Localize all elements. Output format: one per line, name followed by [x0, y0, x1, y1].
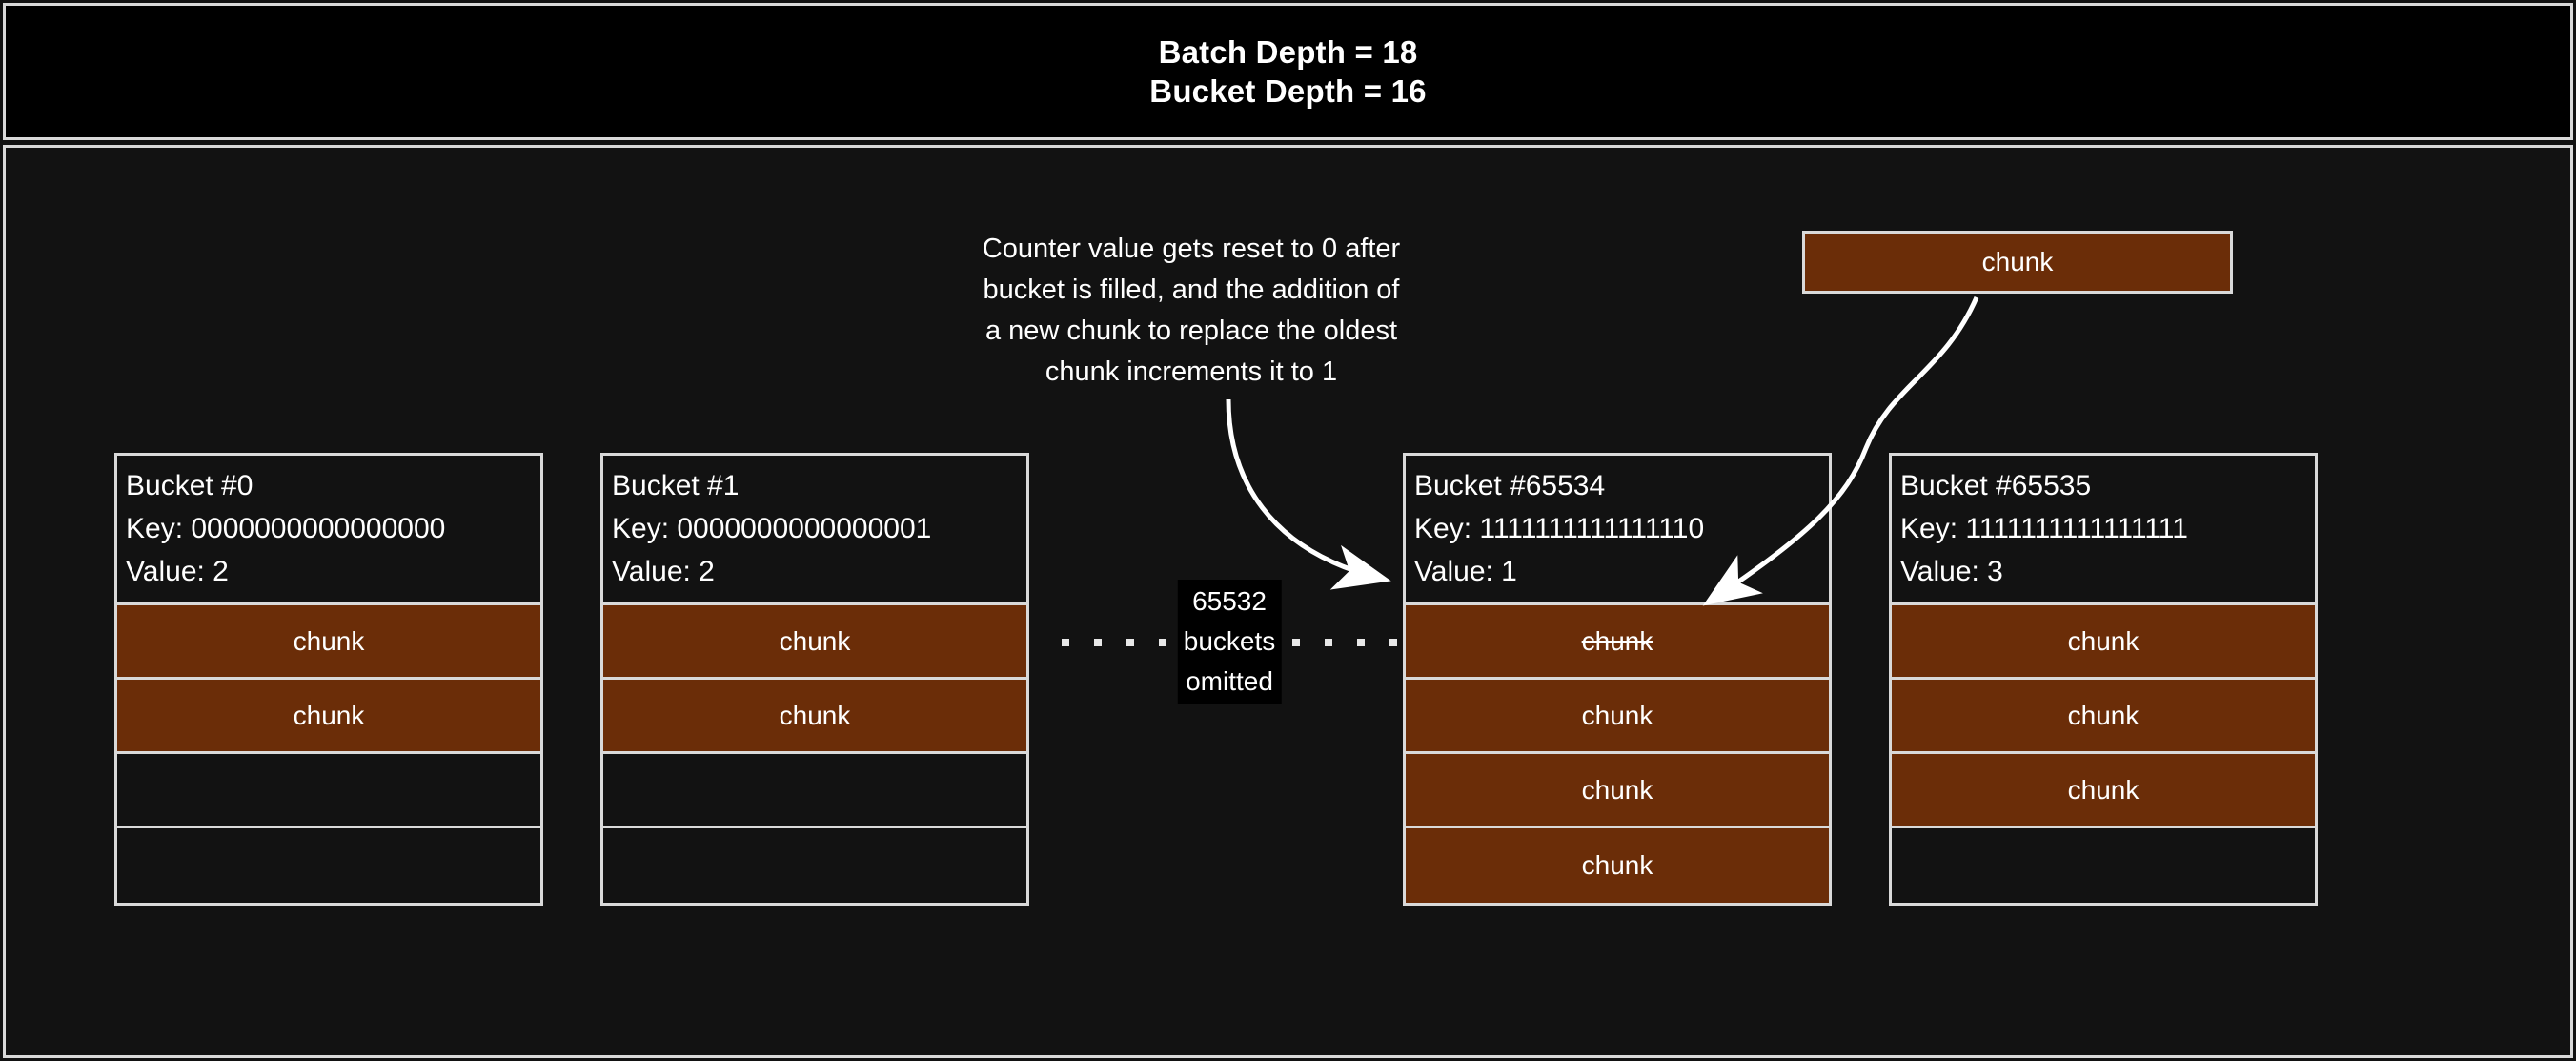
ellipsis-dot	[1159, 639, 1166, 646]
chunk-slot-filled[interactable]: chunk	[1892, 680, 2315, 754]
bucket-key: Key: 1111111111111111	[1900, 513, 2188, 544]
chunk-label: chunk	[293, 700, 365, 730]
incoming-chunk-card[interactable]: chunk	[1802, 231, 2233, 294]
chunk-slot-filled[interactable]: chunk	[1406, 828, 1829, 903]
annotation-line-3: a new chunk to replace the oldest	[984, 316, 1398, 346]
counter-reset-annotation: Counter value gets reset to 0 after buck…	[910, 229, 1472, 393]
chunk-slot-empty[interactable]	[603, 754, 1026, 828]
ellipsis-dot	[1094, 639, 1102, 646]
ellipsis-dots-left	[1062, 639, 1166, 646]
chunk-label: chunk	[2067, 625, 2140, 656]
title-banner: Batch Depth = 18 Bucket Depth = 16	[3, 3, 2573, 140]
chunk-slot-filled[interactable]: chunk	[1406, 605, 1829, 680]
bucket-title: Bucket #1	[612, 470, 740, 501]
chunk-slot-filled[interactable]: chunk	[1406, 754, 1829, 828]
bucket-title: Bucket #0	[126, 470, 254, 501]
annotation-line-4: chunk increments it to 1	[1045, 357, 1338, 387]
ellipsis-dot	[1325, 639, 1332, 646]
ellipsis-dot	[1357, 639, 1365, 646]
chunk-slot-filled[interactable]: chunk	[1406, 680, 1829, 754]
omitted-unit: buckets	[1183, 626, 1276, 656]
bucket-title: Bucket #65534	[1414, 470, 1606, 501]
chunk-label: chunk	[2067, 700, 2140, 730]
annotation-line-2: bucket is filled, and the addition of	[983, 275, 1400, 305]
incoming-chunk-label: chunk	[1981, 247, 2054, 276]
bucket-value: Value: 1	[1414, 556, 1517, 587]
bucket-key: Key: 0000000000000000	[126, 513, 446, 544]
bucket-key: Key: 0000000000000001	[612, 513, 932, 544]
chunk-label: chunk	[779, 700, 851, 730]
ellipsis-dots-right	[1292, 639, 1397, 646]
chunk-label: chunk	[2067, 774, 2140, 805]
omitted-buckets-label: 65532 buckets omitted	[1177, 580, 1282, 704]
ellipsis-dot	[1389, 639, 1397, 646]
chunk-slot-empty[interactable]	[117, 754, 540, 828]
chunk-slot-empty[interactable]	[1892, 828, 2315, 903]
bucket-value: Value: 2	[126, 556, 229, 587]
bucket-title: Bucket #65535	[1900, 470, 2092, 501]
bucket-key: Key: 1111111111111110	[1414, 513, 1705, 544]
chunk-label: chunk	[1581, 774, 1653, 805]
bucket-value: Value: 3	[1900, 556, 2003, 587]
chunk-slot-empty[interactable]	[603, 828, 1026, 903]
chunk-slot-filled[interactable]: chunk	[603, 680, 1026, 754]
chunk-slot-filled[interactable]: chunk	[603, 605, 1026, 680]
chunk-slot-empty[interactable]	[117, 828, 540, 903]
chunk-slot-filled[interactable]: chunk	[117, 680, 540, 754]
chunk-label: chunk	[1581, 700, 1653, 730]
chunk-label: chunk	[293, 625, 365, 656]
chunk-label-evicted: chunk	[1581, 625, 1653, 656]
annotation-line-1: Counter value gets reset to 0 after	[982, 234, 1401, 264]
omitted-buckets-marker: 65532 buckets omitted	[1058, 580, 1401, 713]
ellipsis-dot	[1126, 639, 1134, 646]
ellipsis-dot	[1292, 639, 1300, 646]
omitted-word: omitted	[1186, 666, 1273, 696]
chunk-label: chunk	[779, 625, 851, 656]
ellipsis-dot	[1062, 639, 1069, 646]
bucket-depth-label: Bucket Depth = 16	[1149, 73, 1427, 109]
chunk-slot-filled[interactable]: chunk	[1892, 754, 2315, 828]
bucket-value: Value: 2	[612, 556, 715, 587]
omitted-count: 65532	[1192, 586, 1267, 616]
batch-depth-label: Batch Depth = 18	[1158, 34, 1418, 70]
chunk-label: chunk	[1581, 850, 1653, 880]
chunk-slot-filled[interactable]: chunk	[117, 605, 540, 680]
chunk-slot-filled[interactable]: chunk	[1892, 605, 2315, 680]
